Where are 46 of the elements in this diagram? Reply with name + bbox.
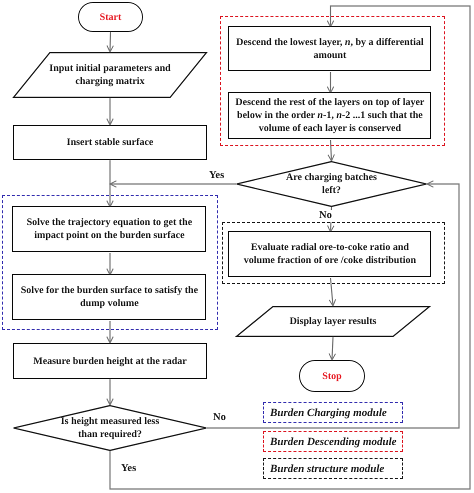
terminal-shape (78, 2, 143, 32)
arrow (106, 379, 114, 406)
arrow (207, 180, 460, 429)
process-box (228, 231, 432, 278)
terminal-text: Stop (321, 370, 343, 382)
step-text: Evaluate radial ore-to-coke ratio and volume fraction of ore /coke distribution (242, 241, 418, 268)
arrow (106, 32, 114, 53)
arrow (328, 336, 336, 361)
arrow (106, 321, 114, 344)
edge-label: No (318, 210, 333, 222)
io-parallelogram (13, 52, 207, 98)
process-box (12, 274, 206, 320)
legend-text: Burden Descending module (270, 436, 397, 448)
process-box (12, 206, 206, 252)
legend-text: Burden structure module (270, 462, 384, 474)
arrow (328, 278, 336, 307)
io-parallelogram (236, 306, 430, 337)
module-frame (2, 195, 218, 330)
arrow (327, 140, 335, 162)
step-text: Solve for the burden surface to satisfy the dump volume (20, 284, 200, 310)
arrow (106, 160, 114, 208)
process-box (228, 92, 432, 140)
step-text: Insert stable surface (66, 136, 154, 149)
decision-diamond (13, 405, 207, 451)
process-box (13, 125, 207, 160)
step-text: Are charging batches left? (285, 171, 378, 197)
legend-text: Burden Charging module (270, 406, 387, 418)
arrow (326, 72, 334, 94)
arrow (109, 180, 236, 188)
step-text: Descend the lowest layer, n, by a differential amount (235, 36, 425, 62)
step-text: Solve the trajectory equation to get the impact point on the burden surface (26, 216, 194, 242)
arrow (106, 253, 114, 276)
arrow (109, 5, 471, 490)
module-frame (222, 222, 445, 284)
step-text: Is height measured less than required? (60, 415, 160, 441)
process-box (228, 26, 432, 72)
arrow (106, 98, 114, 126)
module-frame (220, 16, 445, 146)
terminal-text: Start (98, 10, 122, 24)
step-text: Measure burden height at the radar (32, 354, 188, 368)
step-text: Display layer results (288, 315, 378, 328)
step-text: Descend the rest of the layers on top of layer below in the order n-1, n-2 ...1 such that the volume of each layer is conserved (234, 96, 426, 136)
step-text: Input initial parameters and charging matrix (48, 62, 172, 88)
decision-diamond (236, 161, 427, 207)
process-box (13, 343, 207, 379)
terminal-shape (299, 360, 365, 392)
